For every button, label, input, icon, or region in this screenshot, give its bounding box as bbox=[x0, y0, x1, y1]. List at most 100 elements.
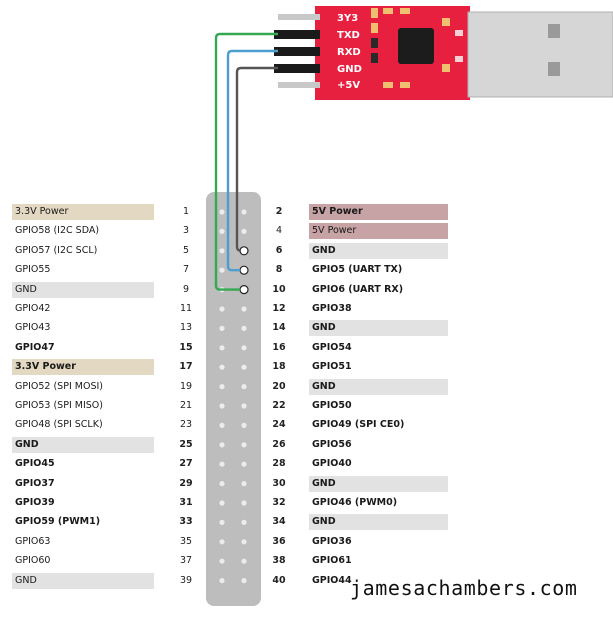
header-pin-34 bbox=[241, 519, 247, 526]
header-pin-31 bbox=[219, 500, 225, 506]
pin-6-label: GND bbox=[309, 242, 448, 259]
pin-2-label: 5V Power bbox=[309, 204, 448, 220]
pin-30-number: 30 bbox=[272, 477, 286, 489]
pin-38-number: 38 bbox=[272, 555, 286, 567]
pin-21-number: 21 bbox=[179, 400, 193, 411]
pin-11-label: GPIO42 bbox=[15, 303, 51, 314]
header-pin-29 bbox=[219, 481, 225, 487]
pin-28-number: 28 bbox=[272, 458, 286, 470]
pin-10-label: GPIO6 (UART RX) bbox=[312, 283, 404, 295]
pin-13-label: GPIO43 bbox=[15, 322, 51, 334]
pin-20-number: 20 bbox=[272, 380, 286, 392]
pin-3-number: 3 bbox=[182, 225, 190, 237]
header-pin-37 bbox=[219, 558, 225, 564]
header-pin-10 bbox=[239, 285, 249, 295]
pin-25-label: GND bbox=[12, 436, 154, 453]
pin-19-label: GPIO52 (SPI MOSI) bbox=[15, 380, 103, 392]
pin-1-number: 1 bbox=[182, 206, 190, 217]
pin-31-label: GPIO39 bbox=[15, 497, 55, 508]
wire-txd-to-pin-10 bbox=[214, 32, 278, 291]
pin-35-label: GPIO63 bbox=[15, 535, 51, 547]
header-pin-1 bbox=[219, 209, 225, 215]
header-pin-25 bbox=[219, 442, 225, 448]
jumper-wires bbox=[214, 32, 278, 291]
pin-30-label: GND bbox=[309, 475, 448, 492]
pin-33-label: GPIO59 (PWM1) bbox=[15, 516, 101, 528]
header-pin-35 bbox=[219, 539, 225, 545]
pin-32-number: 32 bbox=[272, 497, 286, 508]
pin-22-label: GPIO50 bbox=[312, 400, 352, 411]
chip bbox=[398, 28, 434, 64]
module-pin-3y3: 3Y3 bbox=[337, 13, 359, 24]
header-pin-18 bbox=[241, 364, 247, 370]
pin-16-label: GPIO54 bbox=[312, 341, 352, 353]
pin-18-label: GPIO51 bbox=[312, 361, 352, 373]
pin-27-number: 27 bbox=[179, 458, 193, 470]
pin-40-number: 40 bbox=[272, 574, 286, 586]
pin-22-number: 22 bbox=[272, 400, 286, 411]
header-pin-16 bbox=[241, 345, 247, 351]
header-pin-14 bbox=[241, 325, 247, 331]
pin-29-number: 29 bbox=[179, 477, 193, 489]
pin-33-number: 33 bbox=[179, 516, 193, 528]
pin-34-number: 34 bbox=[272, 516, 286, 528]
header-pin-5 bbox=[219, 248, 225, 254]
pin-7-number: 7 bbox=[182, 264, 190, 276]
pin-14-label: GND bbox=[309, 320, 448, 337]
pin-36-label: GPIO36 bbox=[312, 535, 352, 547]
pin-27-label: GPIO45 bbox=[15, 458, 55, 470]
header-pin-33 bbox=[219, 519, 225, 526]
pin-31-number: 31 bbox=[179, 497, 193, 508]
header-pin-17 bbox=[219, 364, 225, 370]
pin-17-label: 3.3V Power bbox=[12, 359, 154, 376]
wire-gnd-to-pin-6 bbox=[235, 66, 278, 252]
pin-40-label: GPIO44 bbox=[312, 574, 352, 586]
usb-window-bottom bbox=[548, 62, 560, 76]
pin-17-number: 17 bbox=[179, 361, 193, 373]
pin-36-number: 36 bbox=[272, 535, 286, 547]
module-pin-5v: +5V bbox=[337, 80, 361, 91]
pin-34-label: GND bbox=[309, 514, 448, 531]
header-pin-3 bbox=[219, 228, 225, 234]
header-pin-6 bbox=[239, 246, 249, 256]
pin-23-label: GPIO48 (SPI SCLK) bbox=[15, 419, 103, 431]
header-pin-13 bbox=[219, 325, 225, 331]
brand-watermark: jamesachambers.com bbox=[350, 576, 578, 600]
module-pin-txd: TXD bbox=[337, 30, 360, 41]
header-pin-19 bbox=[219, 384, 225, 390]
header-pin-20 bbox=[241, 384, 247, 390]
pin-18-number: 18 bbox=[272, 361, 286, 373]
pin-10-number: 10 bbox=[272, 283, 286, 295]
pin-24-number: 24 bbox=[272, 419, 286, 431]
pin-16-number: 16 bbox=[272, 341, 286, 353]
pin-21-label: GPIO53 (SPI MISO) bbox=[15, 400, 103, 411]
header-pin-30 bbox=[241, 481, 247, 487]
pin-8-number: 8 bbox=[275, 264, 283, 276]
pin-2-number: 2 bbox=[275, 206, 283, 217]
pin-1-label: 3.3V Power bbox=[12, 204, 154, 220]
pin-15-label: GPIO47 bbox=[15, 341, 55, 353]
pin-25-number: 25 bbox=[179, 438, 193, 450]
pin-3-label: GPIO58 (I2C SDA) bbox=[15, 225, 100, 237]
pin-19-number: 19 bbox=[179, 380, 193, 392]
header-pin-36 bbox=[241, 539, 247, 545]
dupont-txd bbox=[274, 30, 320, 39]
header-pin-23 bbox=[219, 422, 225, 428]
module-pin-gnd: GND bbox=[337, 64, 362, 75]
header-pin-32 bbox=[241, 500, 247, 506]
usb-connector bbox=[468, 12, 613, 97]
pin-4-label: 5V Power bbox=[309, 223, 448, 240]
header-pin-12 bbox=[241, 306, 247, 312]
wire-rxd-to-pin-8 bbox=[226, 49, 278, 272]
pin-8-label: GPIO5 (UART TX) bbox=[312, 264, 403, 276]
header-pin-15 bbox=[219, 345, 225, 351]
pin-9-label: GND bbox=[12, 281, 154, 298]
header-pin-24 bbox=[241, 422, 247, 428]
pin-26-label: GPIO56 bbox=[312, 438, 352, 450]
pin-5-label: GPIO57 (I2C SCL) bbox=[15, 244, 98, 256]
pin-13-number: 13 bbox=[179, 322, 193, 334]
pin-38-label: GPIO61 bbox=[312, 555, 352, 567]
header-pin-21 bbox=[219, 403, 225, 409]
pin-35-number: 35 bbox=[179, 535, 193, 547]
pin-14-number: 14 bbox=[272, 322, 286, 334]
